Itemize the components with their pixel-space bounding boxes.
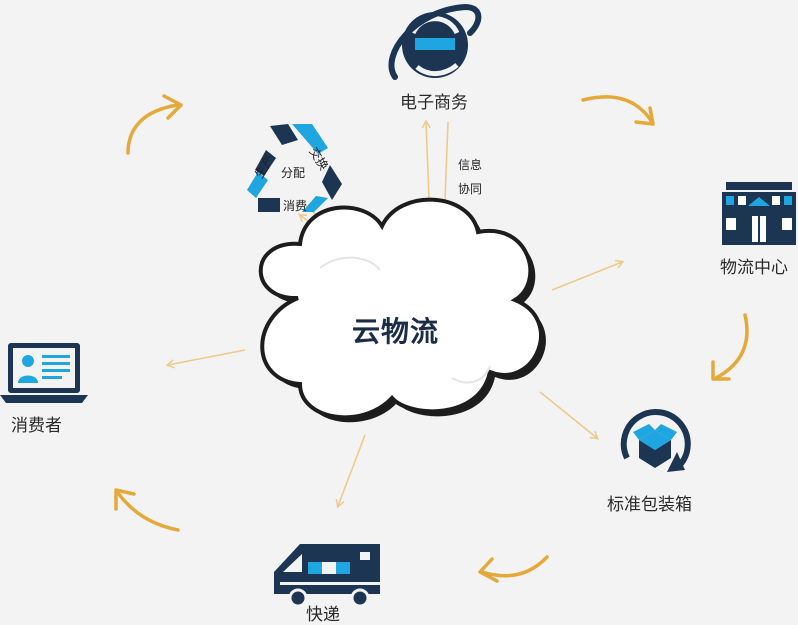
cloud-shape: [258, 197, 546, 423]
curve-arrow-bottom-right: [478, 555, 549, 583]
curve-arrow-bottom-left: [114, 488, 180, 532]
cycle-item-consumption: 消费: [283, 199, 308, 213]
express-label: 快递: [306, 605, 340, 625]
consumer-label: 消费者: [11, 416, 62, 436]
logistics-center-label: 物流中心: [720, 258, 788, 278]
curve-arrow-top-right: [581, 95, 655, 126]
production-cycle-icon: [247, 124, 342, 212]
cycle-item-distribution: 分配: [281, 166, 306, 180]
curve-arrow-top-left: [126, 94, 183, 155]
ecommerce-icon: [388, 3, 482, 80]
cloud-title: 云物流: [352, 315, 440, 348]
packaging-label: 标准包装箱: [607, 495, 692, 515]
packaging-icon: [620, 408, 691, 472]
arrow-cloud-to-consumer: [165, 349, 246, 369]
info-label-line1: 信息: [458, 158, 483, 172]
ecommerce-label: 电子商务: [400, 93, 468, 113]
arrow-cloud-to-express: [335, 434, 366, 509]
arrow-cloud-to-logistics: [551, 259, 625, 291]
curve-arrow-right: [711, 313, 749, 381]
express-van-icon: [274, 544, 380, 608]
info-label-line2: 协同: [458, 182, 483, 196]
cycle-arrows: [114, 94, 749, 583]
consumer-laptop-icon: [0, 343, 88, 403]
logistics-center-icon: [722, 182, 796, 245]
arrow-cloud-to-packaging: [539, 391, 599, 440]
